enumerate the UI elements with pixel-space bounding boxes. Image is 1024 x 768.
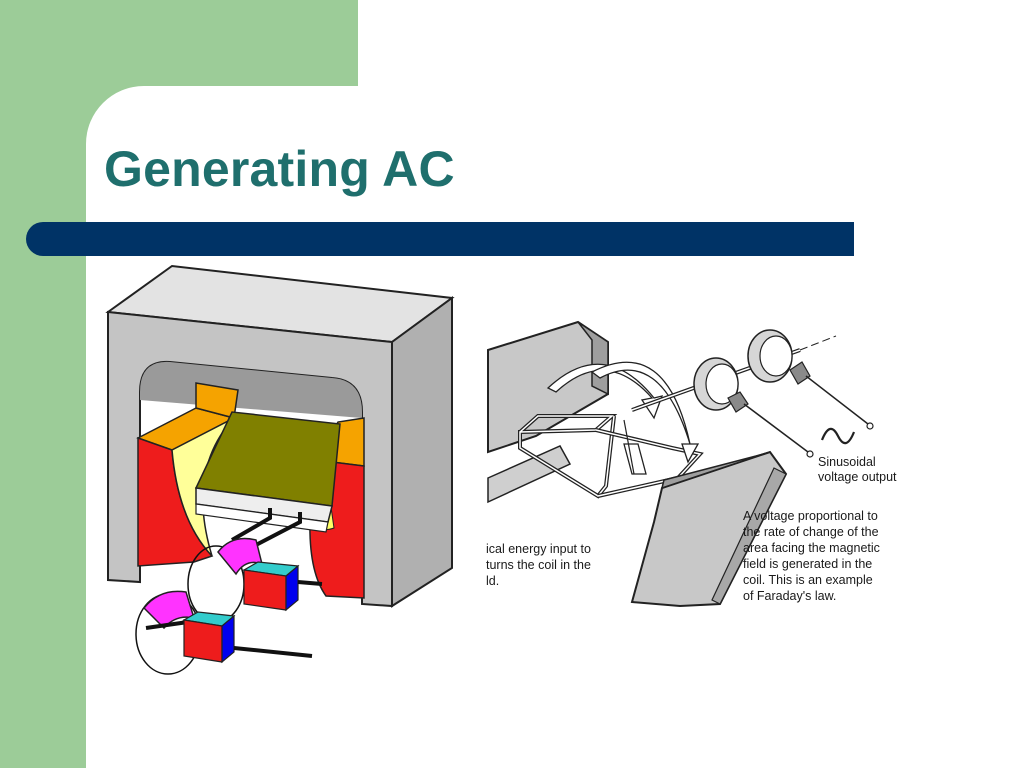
brush-1	[727, 391, 749, 413]
slide-title: Generating AC	[104, 141, 455, 197]
faraday-line-6: of Faraday's law.	[743, 589, 836, 603]
faraday-line-3: area facing the magnetic	[743, 541, 880, 555]
coil-loop-far-inner	[595, 429, 702, 497]
rotation-arrow-stem	[623, 419, 635, 475]
input-energy-caption: ical energy input to turns the coil in t…	[486, 542, 594, 588]
brush-upper-side	[285, 564, 299, 612]
terminal-1	[806, 450, 814, 458]
title-underline-bar	[26, 222, 854, 256]
right-generator-diagram	[487, 320, 874, 608]
output-label: Sinusoidal voltage output	[818, 455, 897, 484]
coil-loop-inner	[519, 415, 615, 497]
output-label-line-1: Sinusoidal	[818, 455, 876, 469]
magnet-right-top	[660, 451, 771, 490]
magnet-right-edge	[711, 467, 787, 605]
input-caption-line-2: turns the coil in the	[486, 558, 591, 572]
slip-ring-2-inner	[759, 335, 793, 377]
sine-wave-icon	[820, 427, 856, 445]
magnet-right	[630, 450, 788, 608]
frame-side-face	[391, 296, 453, 608]
left-generator-diagram	[105, 264, 455, 675]
brush-lower-front	[183, 619, 223, 663]
axis-centerline	[799, 335, 837, 351]
shaft-wire-2	[253, 512, 302, 548]
lead-2	[805, 375, 869, 425]
shaft-wire-1	[230, 508, 272, 542]
brush-upper-front	[243, 569, 287, 611]
faraday-line-4: field is generated in the	[743, 557, 872, 571]
brush-2	[789, 361, 811, 385]
title-bar-gap	[86, 256, 856, 260]
rotation-arrow-2	[590, 361, 700, 464]
shaft-lower	[145, 620, 189, 630]
output-label-line-2: voltage output	[818, 470, 897, 484]
faraday-caption: A voltage proportional to the rate of ch…	[743, 509, 883, 603]
lead-upper	[297, 580, 323, 586]
slip-ring-1-inner	[705, 363, 739, 405]
input-caption-line-3: ld.	[486, 574, 499, 588]
top-white-area	[358, 0, 1024, 90]
faraday-line-1: A voltage proportional to	[743, 509, 878, 523]
terminal-2	[866, 422, 874, 430]
lead-lower	[233, 646, 313, 658]
captions: Sinusoidal voltage output ical energy in…	[486, 455, 897, 603]
brush-lower-side	[221, 614, 235, 664]
faraday-line-5: coil. This is an example	[743, 573, 873, 587]
lead-1	[743, 403, 809, 453]
left-pole-top-back	[195, 382, 239, 419]
input-caption-line-1: ical energy input to	[486, 542, 591, 556]
faraday-line-2: the rate of change of the	[743, 525, 879, 539]
rotation-arrow-3	[623, 443, 647, 475]
